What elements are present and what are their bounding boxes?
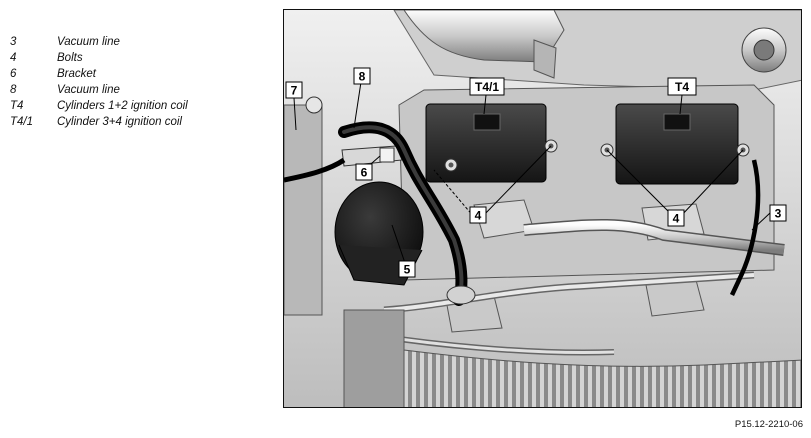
callout-4-right: 4 [667,209,685,227]
coil-connector [663,113,691,131]
leader-line [391,224,406,264]
intake-manifold [403,349,801,407]
vacuum-line-8 [342,125,464,302]
legend-row: 4 Bolts [10,50,188,66]
bracket-clip [379,147,395,163]
leader-lines [293,81,771,264]
hose-clamp [446,285,476,305]
legend-row: T4/1 Cylinder 3+4 ignition coil [10,114,188,130]
engine-illustration: 8 7 T4/1 T4 6 4 4 3 [283,9,802,408]
legend-text: Bracket [57,68,96,80]
engine-component [753,39,775,61]
legend-text: Vacuum line [57,36,120,48]
legend-text: Cylinder 3+4 ignition coil [57,116,182,128]
callout-box [769,204,787,222]
legend-key: 8 [10,84,17,96]
callout-3: 3 [769,204,787,222]
ignition-coil-t4 [615,103,739,185]
legend-row: 8 Vacuum line [10,82,188,98]
leader-line [679,149,744,218]
vacuum-line [284,157,346,183]
legend-key: 6 [10,68,17,80]
coil-connector [473,113,501,131]
callout-label: 6 [361,166,368,180]
callout-label: 4 [673,212,680,226]
callout-box [285,81,303,99]
fitting [305,96,323,114]
callout-box [667,209,685,227]
callout-8: 8 [353,67,371,85]
callout-label: 5 [404,263,411,277]
legend-text: Bolts [57,52,83,64]
callout-box [667,77,697,96]
fuel-rail [523,220,785,255]
leader-line [606,149,675,218]
callout-label: 7 [291,84,298,98]
legend-key: 3 [10,36,17,48]
leader-line [483,94,487,115]
callout-box [398,260,416,278]
callout-5: 5 [398,260,416,278]
callout-t4: T4 [667,77,697,96]
engine-side [284,104,323,316]
callout-label: T4/1 [475,80,499,94]
leader-line [353,81,362,129]
legend-key: 4 [10,52,17,64]
callout-6: 6 [355,163,373,181]
callout-4-left: 4 [469,206,487,224]
callout-box [355,163,373,181]
callout-label: 4 [475,209,482,223]
legend-key: T4 [10,100,24,112]
legend-key: T4/1 [10,116,34,128]
callout-label: 3 [775,207,782,221]
sensor-fitting [533,39,557,79]
legend-row: T4 Cylinders 1+2 ignition coil [10,98,188,114]
callout-t4-1: T4/1 [469,77,505,96]
leader-line [293,97,297,131]
leader-line [751,212,771,231]
callout-label: 8 [359,70,366,84]
fuel-line [383,273,755,312]
figure-reference: P15.12-2210-06 [734,419,803,430]
legend-row: 3 Vacuum line [10,34,188,50]
legend-text: Cylinders 1+2 ignition coil [57,100,188,112]
leader-line [679,94,683,115]
callout-box [469,77,505,96]
legend-row: 6 Bracket [10,66,188,82]
leader-line [433,169,475,218]
callout-label: T4 [675,80,689,94]
engine-drawing: 8 7 T4/1 T4 6 4 4 3 [284,10,801,407]
injector-block [645,279,705,317]
callout-box [353,67,371,85]
callout-7: 7 [285,81,303,99]
legend-text: Vacuum line [57,84,120,96]
bolt [448,162,454,168]
callout-box [469,206,487,224]
vacuum-line-3 [729,159,761,296]
engine-lower [343,309,405,407]
leader-line [481,145,552,218]
